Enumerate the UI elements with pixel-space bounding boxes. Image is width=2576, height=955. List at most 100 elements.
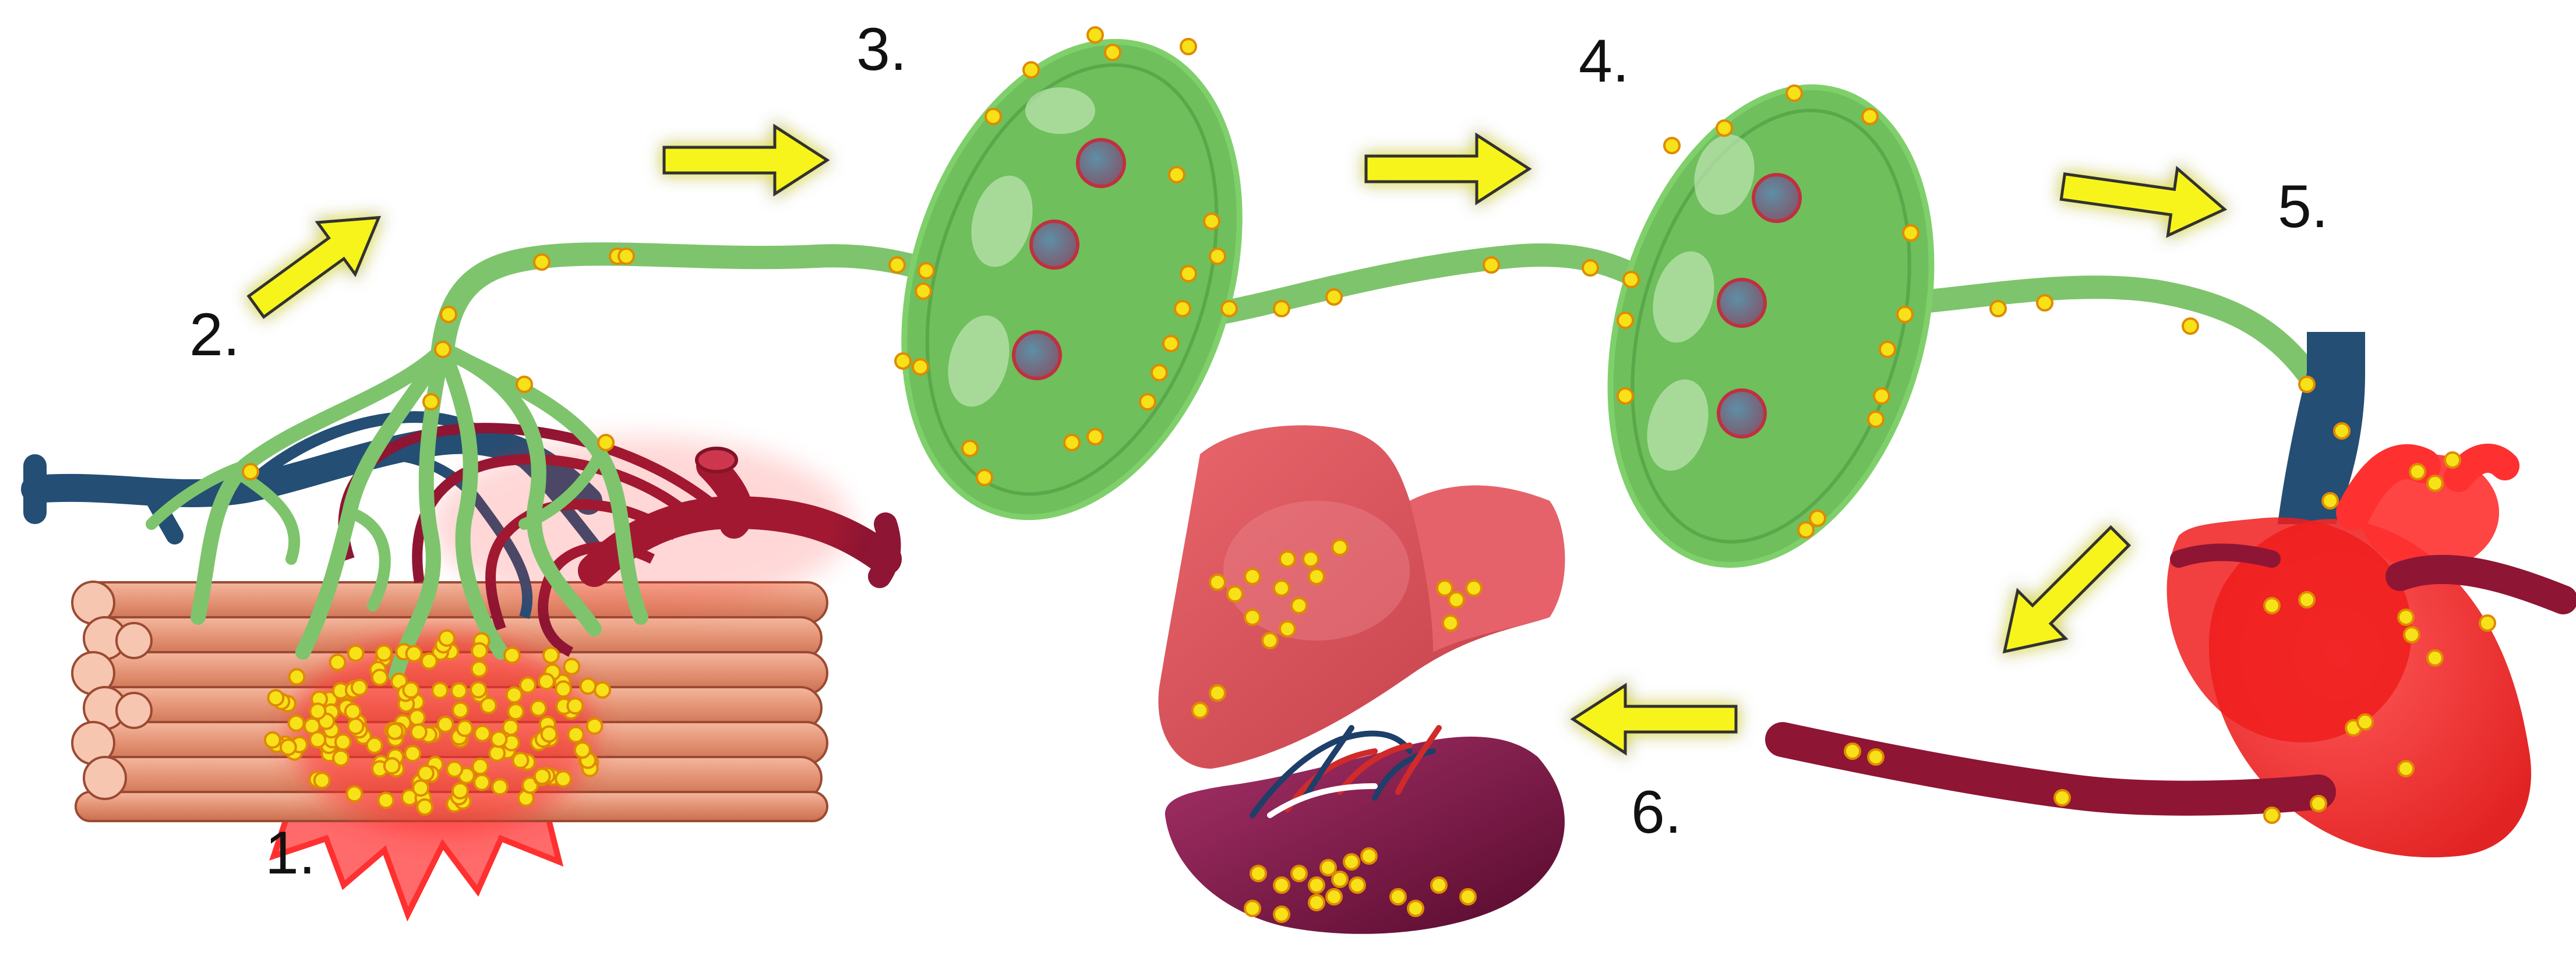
particle-dot bbox=[1250, 865, 1267, 882]
particle-dot bbox=[473, 773, 491, 791]
particle-dot bbox=[1617, 387, 1634, 405]
particle-dot bbox=[309, 702, 327, 720]
particle-dot bbox=[1797, 521, 1815, 539]
particle-dot bbox=[976, 469, 993, 486]
heart-icon bbox=[2166, 332, 2576, 858]
particle-dot bbox=[1180, 265, 1197, 282]
particle-dot bbox=[1168, 166, 1185, 183]
particle-dot bbox=[470, 660, 488, 678]
particle-dot bbox=[573, 741, 591, 759]
particle-dot bbox=[888, 256, 906, 274]
particle-dot bbox=[1349, 876, 1366, 894]
particle-dot bbox=[2333, 422, 2351, 440]
particle-dot bbox=[1325, 288, 1343, 306]
particle-dot bbox=[1180, 38, 1197, 55]
particle-dot bbox=[405, 645, 423, 663]
particle-dot bbox=[1582, 259, 1599, 277]
particle-dot bbox=[2409, 463, 2426, 480]
particle-dot bbox=[491, 778, 509, 796]
particle-dot bbox=[2298, 591, 2316, 609]
particle-dot bbox=[436, 715, 454, 733]
particle-dot bbox=[404, 745, 422, 763]
immune-cell bbox=[1012, 330, 1062, 380]
particle-dot bbox=[1861, 108, 1879, 125]
arrow-icon bbox=[1364, 132, 1532, 206]
particle-dot bbox=[597, 434, 615, 451]
particle-dot bbox=[1867, 748, 1885, 766]
particle-dot bbox=[2444, 451, 2461, 469]
particle-dot bbox=[1209, 574, 1226, 591]
particle-dot bbox=[1308, 876, 1325, 894]
particle-dot bbox=[1331, 871, 1349, 888]
particle-dot bbox=[1407, 900, 1424, 917]
particle-dot bbox=[451, 701, 470, 719]
particle-dot bbox=[1483, 256, 1500, 274]
particle-dot bbox=[1343, 853, 1360, 871]
particle-dot bbox=[1663, 137, 1681, 154]
particle-dot bbox=[1716, 119, 1733, 137]
particle-dot bbox=[567, 726, 585, 744]
liver-icon bbox=[1158, 425, 1565, 769]
particle-dot bbox=[365, 736, 383, 754]
step-label-1: 1. bbox=[265, 819, 316, 887]
particle-dot bbox=[377, 791, 395, 809]
particle-dot bbox=[375, 644, 393, 662]
particle-dot bbox=[438, 629, 456, 647]
particle-dot bbox=[1022, 61, 1040, 79]
vena-cava bbox=[2278, 332, 2365, 524]
particle-dot bbox=[350, 678, 368, 696]
particle-dot bbox=[1442, 614, 1459, 632]
step-label-3: 3. bbox=[856, 16, 907, 83]
particle-dot bbox=[370, 668, 389, 687]
particle-dot bbox=[1622, 271, 1640, 288]
particle-dot bbox=[2182, 317, 2199, 335]
particle-dot bbox=[1279, 550, 1296, 568]
particle-dot bbox=[1279, 620, 1296, 638]
particle-dot bbox=[1360, 847, 1378, 865]
immune-cell bbox=[1717, 278, 1767, 328]
particle-dot bbox=[1290, 597, 1308, 614]
particle-dot bbox=[288, 668, 306, 686]
step-label-2: 2. bbox=[189, 301, 240, 369]
particle-dot bbox=[1139, 393, 1156, 411]
particle-dot bbox=[2397, 760, 2415, 777]
particle-dot bbox=[470, 681, 488, 699]
particle-dot bbox=[503, 646, 521, 664]
particle-dot bbox=[1086, 428, 1104, 445]
particle-dot bbox=[329, 653, 347, 671]
particle-dot bbox=[1436, 579, 1453, 597]
particle-dot bbox=[1273, 876, 1290, 894]
arrow-icon bbox=[1570, 682, 1738, 756]
particle-dot bbox=[505, 686, 523, 704]
particle-dot bbox=[918, 262, 935, 280]
particle-dot bbox=[471, 758, 489, 776]
particle-dot bbox=[345, 785, 364, 803]
particle-dot bbox=[2426, 649, 2444, 667]
lymph-node-icon bbox=[1607, 84, 1935, 568]
particle-dot bbox=[383, 757, 401, 775]
particle-dot bbox=[422, 393, 440, 411]
particle-dot bbox=[1319, 859, 1337, 876]
particle-dot bbox=[2263, 807, 2281, 824]
particle-dot bbox=[386, 722, 404, 740]
particle-dot bbox=[1151, 364, 1168, 381]
particle-dot bbox=[1785, 84, 1803, 102]
particle-dot bbox=[518, 676, 537, 694]
particle-dot bbox=[1273, 579, 1290, 597]
particle-dot bbox=[474, 724, 492, 742]
flow-arrows bbox=[246, 123, 2228, 756]
particle-dot bbox=[279, 738, 297, 756]
particle-dot bbox=[1104, 44, 1121, 61]
particle-dot bbox=[1162, 335, 1180, 352]
particle-dot bbox=[1308, 894, 1325, 911]
particle-dot bbox=[1244, 609, 1261, 626]
particle-dot bbox=[1191, 702, 1209, 719]
particle-dot bbox=[479, 696, 497, 715]
particle-dot bbox=[416, 798, 434, 816]
step-label-5: 5. bbox=[2278, 173, 2328, 240]
spleen-icon bbox=[1165, 725, 1565, 934]
particle-dot bbox=[533, 253, 551, 271]
particle-dot bbox=[894, 352, 912, 370]
particle-dot bbox=[2053, 789, 2071, 807]
